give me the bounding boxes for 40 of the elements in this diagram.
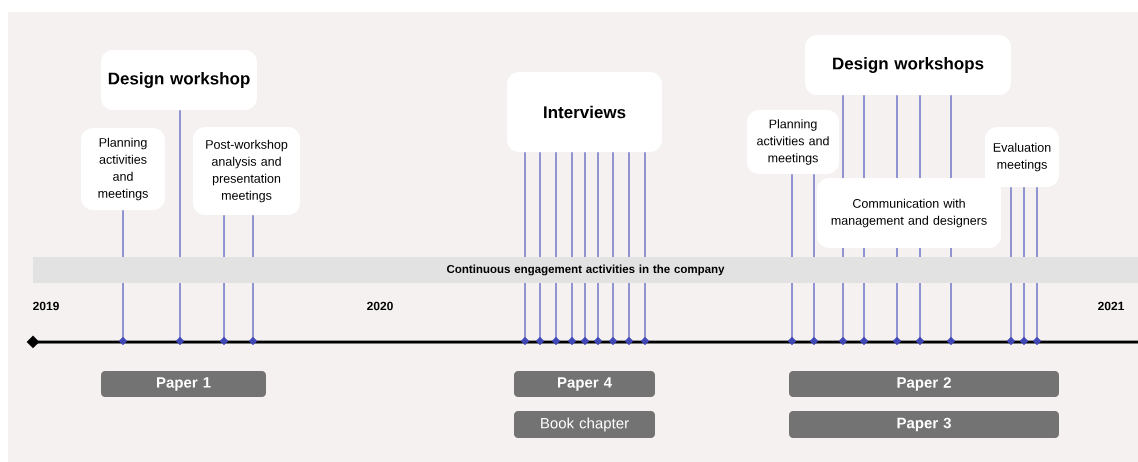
year-label: 2019: [33, 301, 59, 311]
leader-line: [640, 151, 650, 346]
callout-box: Communication with management and designers: [817, 178, 1001, 248]
publication-box: Paper 1: [101, 371, 266, 397]
leader-line: [624, 151, 634, 346]
publication-box: Paper 4: [514, 371, 655, 397]
leader-line: [946, 94, 956, 346]
callout-box: Interviews: [507, 72, 662, 152]
callout-box: Post-workshop analysis and presentation meetings: [193, 127, 300, 215]
activity-band: Continuous engagement activities in the company: [33, 257, 1138, 283]
leader-line: [1006, 186, 1016, 346]
leader-line: [787, 173, 797, 346]
leader-line: [892, 94, 902, 346]
callout-box: Design workshop: [101, 50, 257, 110]
callout-box: Planning activities and meetings: [747, 110, 839, 174]
leader-line: [1032, 186, 1042, 346]
publication-box: Paper 2: [789, 371, 1059, 397]
leader-line: [809, 173, 819, 346]
leader-line: [608, 151, 618, 346]
callout-box: Design workshops: [805, 35, 1011, 95]
leader-line: [915, 94, 925, 346]
leader-line: [1019, 186, 1029, 346]
year-label: 2021: [1098, 301, 1124, 311]
leader-line: [593, 151, 603, 346]
leader-line: [219, 214, 229, 346]
leader-line: [859, 94, 869, 346]
leader-line: [580, 151, 590, 346]
leader-line: [838, 94, 848, 346]
publication-box: Paper 3: [789, 411, 1059, 438]
publication-box: Book chapter: [514, 411, 655, 438]
leader-line: [535, 151, 545, 346]
callout-box: Planning activities and meetings: [81, 128, 165, 210]
leader-line: [118, 209, 128, 346]
leader-line: [551, 151, 561, 346]
leader-line: [248, 214, 258, 346]
callout-box: Evaluation meetings: [985, 127, 1059, 187]
leader-line: [567, 151, 577, 346]
year-label: 2020: [367, 301, 393, 311]
leader-line: [175, 109, 185, 346]
leader-line: [520, 151, 530, 346]
